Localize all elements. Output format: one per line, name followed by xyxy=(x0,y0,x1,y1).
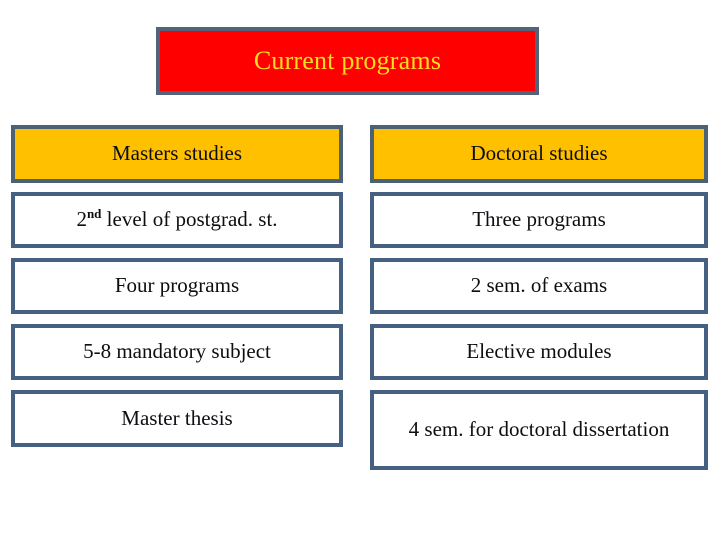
ordinal-prefix: 2 xyxy=(76,207,87,232)
column-header-doctoral-label: Doctoral studies xyxy=(470,141,608,166)
doctoral-cell-1: Three programs xyxy=(370,192,708,248)
doctoral-cell-2-label: 2 sem. of exams xyxy=(470,273,608,298)
ordinal-suffix: nd xyxy=(86,206,102,222)
slide-title-banner: Current programs xyxy=(156,27,539,95)
masters-cell-3-label: 5-8 mandatory subject xyxy=(83,339,271,364)
masters-cell-3: 5-8 mandatory subject xyxy=(11,324,343,380)
doctoral-cell-3: Elective modules xyxy=(370,324,708,380)
page-title: Current programs xyxy=(253,45,442,75)
column-header-doctoral: Doctoral studies xyxy=(370,125,708,183)
masters-cell-4-label: Master thesis xyxy=(121,405,233,430)
doctoral-cell-4: 4 sem. for doctoral dissertation xyxy=(370,390,708,470)
ordinal-rest: level of postgrad. st. xyxy=(101,207,278,232)
doctoral-cell-1-label: Three programs xyxy=(472,207,606,232)
masters-cell-4: Master thesis xyxy=(11,390,343,447)
doctoral-cell-3-label: Elective modules xyxy=(466,339,612,364)
column-header-masters: Masters studies xyxy=(11,125,343,183)
doctoral-cell-4-label: 4 sem. for doctoral dissertation xyxy=(408,417,670,442)
masters-cell-2: Four programs xyxy=(11,258,343,314)
masters-cell-1-label: 2nd level of postgrad. st. xyxy=(76,207,277,233)
column-header-masters-label: Masters studies xyxy=(111,141,243,166)
masters-cell-1: 2nd level of postgrad. st. xyxy=(11,192,343,248)
masters-cell-2-label: Four programs xyxy=(114,273,240,298)
doctoral-cell-2: 2 sem. of exams xyxy=(370,258,708,314)
